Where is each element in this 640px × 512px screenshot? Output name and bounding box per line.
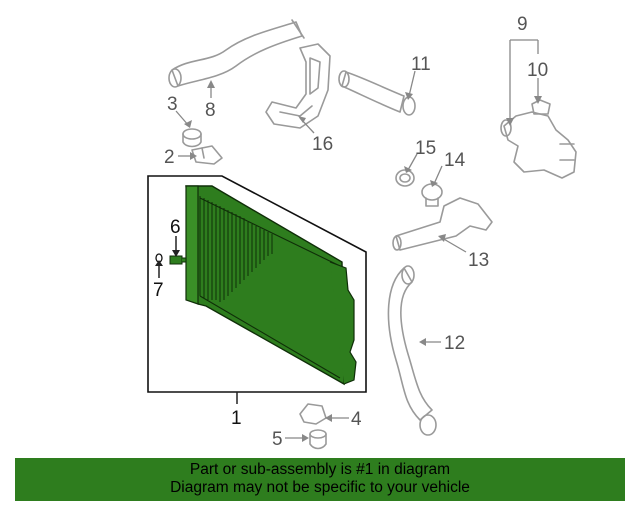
thermostat-part (421, 183, 443, 207)
callout-13: 13 (468, 250, 489, 271)
arrowhead-2 (190, 152, 197, 160)
callout-3: 3 (167, 94, 178, 115)
leader-line-15 (407, 153, 418, 171)
parts-diagram: 1 2 3 4 5 6 7 8 9 10 11 12 13 14 15 16 (147, 14, 577, 450)
arrowhead-16 (298, 116, 306, 123)
arrowhead-9 (506, 118, 514, 126)
clip-part (299, 403, 327, 425)
banner-line-disclaimer: Diagram may not be specific to your vehi… (170, 479, 470, 496)
arrowhead-6 (172, 250, 180, 257)
callout-1: 1 (231, 408, 242, 429)
arrowhead-8 (207, 80, 215, 88)
callout-15: 15 (415, 138, 436, 159)
callout-4: 4 (351, 409, 362, 430)
leader-line-14 (433, 165, 443, 185)
callout-11: 11 (411, 54, 431, 75)
arrowhead-7 (155, 260, 163, 266)
callout-7: 7 (153, 280, 164, 301)
arrowhead-14 (430, 180, 438, 187)
arrowhead-13 (438, 234, 446, 242)
leader-line-11 (408, 70, 416, 97)
lower-hose-part (387, 265, 437, 436)
callout-6: 6 (170, 217, 181, 238)
bypass-hose-part (338, 70, 416, 116)
callout-9: 9 (517, 14, 528, 35)
leader-line-9 (509, 39, 539, 122)
callout-2: 2 (164, 147, 175, 168)
upper-hose-part (168, 19, 305, 88)
arrowhead-4 (325, 414, 332, 422)
callout-8: 8 (205, 100, 216, 121)
arrowhead-3 (184, 120, 192, 128)
banner-line-part-number: Part or sub-assembly is #1 in diagram (189, 461, 451, 478)
grommet-part (182, 128, 202, 148)
bracket-part (265, 43, 331, 129)
arrowhead-10 (534, 96, 542, 104)
info-banner: Part or sub-assembly is #1 in diagram Di… (15, 458, 625, 501)
drain-plug-part (169, 255, 187, 265)
mount-bracket-part (191, 145, 223, 165)
callout-12: 12 (444, 333, 465, 354)
gasket-part (395, 169, 415, 187)
arrowhead-12 (419, 338, 426, 346)
arrowhead-5 (302, 434, 309, 442)
radiator-highlight-box (147, 175, 367, 393)
callout-16: 16 (312, 134, 333, 155)
water-inlet-part (392, 197, 493, 251)
callout-5: 5 (272, 429, 283, 450)
leader-line-13 (441, 237, 467, 253)
arrowhead-11 (405, 92, 413, 100)
water-outlet-part (500, 99, 577, 179)
callout-14: 14 (444, 150, 466, 171)
radiator-part (185, 185, 357, 386)
callout-10: 10 (527, 60, 548, 81)
cushion-part (309, 429, 327, 450)
arrowhead-15 (404, 166, 412, 173)
